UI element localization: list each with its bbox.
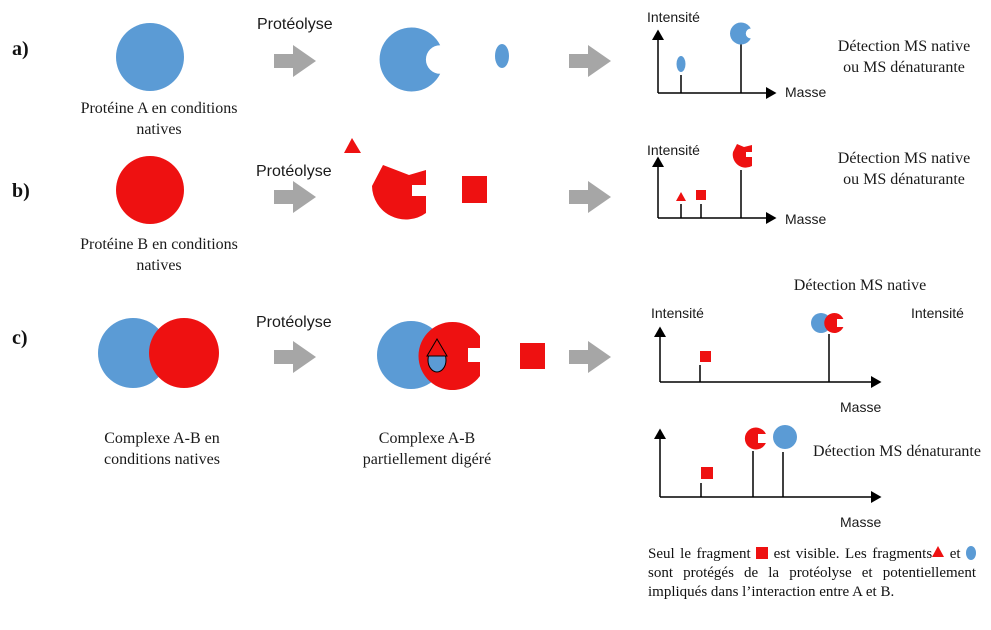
spectrum-c-native-x-label: Masse: [840, 399, 881, 415]
row-c-proteolysis-arrow: [274, 341, 316, 373]
protein-a-native: [116, 23, 184, 91]
row-a-detection-arrow: [569, 45, 611, 77]
row-c-digested-line1: Complexe A-B: [379, 430, 475, 447]
note-part4: sont protégés de la protéolyse et potent…: [648, 565, 976, 600]
row-b-detection-line1: Détection MS native: [838, 150, 970, 167]
protein-b-triangle-fragment: [344, 138, 361, 153]
row-b-label: b): [12, 180, 30, 202]
spectrum-b-x-label: Masse: [785, 211, 826, 227]
row-a-detection-line2: ou MS dénaturante: [843, 59, 965, 76]
row-c-detection-arrow: [569, 341, 611, 373]
row-b-detection-line2: ou MS dénaturante: [843, 171, 965, 188]
protected-triangle-fragment: [426, 338, 448, 357]
row-a-caption-line2: natives: [136, 121, 181, 138]
row-c-native-title: Détection MS native: [794, 277, 926, 294]
row-c-caption-line1: Complexe A-B en: [104, 430, 220, 447]
conclusion-note: Seul le fragment est visible. Les fragme…: [648, 545, 977, 602]
spectrum-b-y-label: Intensité: [647, 142, 700, 158]
spectrum-a-x-label: Masse: [785, 84, 826, 100]
spectrum-c-native-y-label: Intensité: [651, 305, 704, 321]
complex-protein-a: [98, 318, 168, 388]
spectrum-c-native-complex-b-icon: [824, 313, 844, 333]
row-c-label: c): [12, 327, 28, 349]
row-b-detection-arrow: [569, 181, 611, 213]
spectrum-a-y-label: Intensité: [647, 9, 700, 25]
row-c-denaturing-title: Détection MS dénaturante: [813, 443, 981, 460]
note-part1: Seul le fragment: [648, 546, 751, 562]
row-a-proteolysis-arrow: [274, 45, 316, 77]
row-c-native-extra-label: Intensité: [911, 305, 964, 321]
digested-complex: [377, 321, 480, 390]
note-part3: et: [949, 546, 961, 562]
row-b-caption-line2: natives: [136, 257, 181, 274]
protein-a-fragment: [495, 44, 509, 68]
complex-protein-b: [149, 318, 219, 388]
protein-b-native: [116, 156, 184, 224]
released-square-fragment: [520, 343, 545, 369]
spectrum-b-square-icon: [696, 190, 706, 200]
spectrum-b-cut-icon: [732, 144, 752, 168]
oval-fragment-icon: [966, 546, 977, 560]
protein-b-cut: [372, 165, 426, 220]
row-c-caption-line2: conditions natives: [104, 451, 220, 468]
spectrum-a-cut-icon: [730, 22, 751, 45]
spectrum-a-fragment-icon: [676, 56, 686, 72]
triangle-fragment-icon: [932, 546, 945, 557]
spectrum-b-triangle-icon: [676, 192, 686, 201]
spectrum-b: Intensité Masse: [647, 142, 826, 227]
protein-a-cut: [379, 27, 441, 92]
row-c-proteolysis-label: Protéolyse: [256, 314, 332, 331]
protein-b-square-fragment: [462, 176, 487, 203]
row-a-detection-line1: Détection MS native: [838, 38, 970, 55]
spectrum-c-denat-square-icon: [701, 467, 713, 479]
spectrum-a: Intensité Masse: [647, 9, 826, 100]
spectrum-c-denat-a-icon: [773, 425, 797, 449]
row-b-proteolysis-arrow: [274, 181, 316, 213]
spectrum-c-denaturing: Masse: [654, 425, 882, 530]
spectrum-c-denat-x-label: Masse: [840, 514, 881, 530]
row-c-digested-line2: partiellement digéré: [363, 451, 491, 468]
digested-protein-b: [418, 322, 480, 390]
square-fragment-icon: [756, 547, 769, 559]
spectrum-c-native-square-icon: [700, 351, 711, 362]
row-a-label: a): [12, 38, 29, 60]
spectrum-c-native: Intensité Masse: [651, 305, 882, 415]
row-a-proteolysis-label: Protéolyse: [257, 16, 333, 33]
row-a-caption-line1: Protéine A en conditions: [81, 100, 238, 117]
note-part2: est visible. Les fragments: [773, 546, 933, 562]
row-b-caption-line1: Protéine B en conditions: [80, 236, 238, 253]
row-b-proteolysis-label: Protéolyse: [256, 163, 332, 180]
spectrum-c-denat-b-icon: [744, 427, 766, 450]
